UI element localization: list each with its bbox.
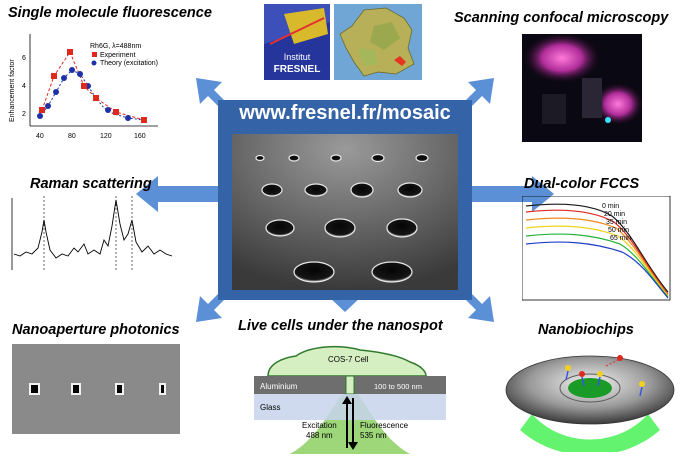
- fccs-curve-3: [525, 225, 669, 297]
- raman-spectrum-line: [13, 199, 173, 259]
- france-map-svg: [339, 7, 415, 77]
- chart-raman-spectrum: [11, 196, 173, 270]
- location-star-icon: [394, 56, 406, 66]
- institut-fresnel-logo: Institut FRESNEL: [264, 4, 330, 80]
- fluorescence-label: Fluorescence: [360, 421, 409, 430]
- aluminium-layer-left: [254, 376, 346, 394]
- green-glow-base: [520, 414, 660, 452]
- title-nanoaperture: Nanoaperture photonics: [12, 322, 180, 338]
- fluorescence-wavelength: 535 nm: [360, 431, 387, 440]
- fccs-curve-1: [525, 209, 669, 295]
- nanoaperture-svg: [12, 344, 180, 434]
- nanobiochip-render: [505, 355, 675, 452]
- chip-well: [568, 378, 612, 398]
- chart-fccs: 0 min 20 min 35 min 50 min 65 min: [522, 196, 671, 301]
- nanoaperture-hole: [345, 375, 355, 395]
- x-tick-80: 80: [68, 133, 76, 140]
- sem-nanoholes-image: [232, 134, 458, 290]
- excitation-arrowhead: [342, 396, 352, 404]
- france-map: [334, 4, 422, 80]
- excitation-label: Excitation: [302, 421, 337, 430]
- fccs-curve-0: [525, 203, 669, 293]
- fccs-label-50: 50 min: [608, 227, 629, 234]
- nanoaperture-image: [12, 344, 180, 434]
- confocal-photo-svg: [522, 34, 642, 142]
- y-tick-2: 2: [22, 111, 26, 118]
- title-live-cells: Live cells under the nanospot: [238, 318, 443, 334]
- title-nanobiochips: Nanobiochips: [538, 322, 634, 338]
- y-axis-label: Enhancement factor: [9, 59, 16, 122]
- chip-well-rim: [559, 373, 621, 403]
- x-tick-160: 160: [134, 133, 146, 140]
- aluminium-label: Aluminium: [260, 382, 298, 391]
- fccs-curve-2: [525, 217, 669, 296]
- glass-layer: [254, 394, 446, 420]
- cell-label: COS-7 Cell: [328, 355, 369, 364]
- legend-theory: Theory (excitation): [100, 60, 158, 67]
- cos7-cell: [267, 345, 427, 377]
- website-url[interactable]: www.fresnel.fr/mosaic: [239, 102, 451, 124]
- fccs-frame: [522, 196, 671, 301]
- x-tick-40: 40: [36, 133, 44, 140]
- sem-nanoholes-svg: [232, 134, 458, 290]
- logo-text-fresnel: FRESNEL: [273, 64, 321, 75]
- confocal-photo: [522, 34, 642, 142]
- thickness-label: 100 to 500 nm: [374, 382, 422, 391]
- legend-marker-theory: [91, 60, 97, 66]
- title-raman: Raman scattering: [30, 176, 152, 192]
- glass-label: Glass: [260, 403, 280, 412]
- aluminium-layer-right: [354, 376, 446, 394]
- logo-graphic: [264, 4, 330, 80]
- fluorescence-arrowhead: [348, 442, 358, 450]
- fccs-label-65: 65 min: [610, 235, 631, 242]
- fccs-label-35: 35 min: [606, 219, 627, 226]
- title-fccs: Dual-color FCCS: [524, 176, 640, 192]
- fccs-curve-5: [525, 241, 669, 299]
- title-single-molecule: Single molecule fluorescence: [8, 5, 212, 21]
- logo-text-institut: Institut: [283, 52, 311, 62]
- y-tick-4: 4: [22, 83, 26, 90]
- fccs-curve-4: [525, 233, 669, 298]
- central-panel: www.fresnel.fr/mosaic: [218, 100, 472, 300]
- molecule-markers: [565, 355, 645, 397]
- excitation-cone: [290, 390, 410, 454]
- fccs-label-20: 20 min: [604, 211, 625, 218]
- live-cells-schematic: COS-7 Cell Aluminium 100 to 500 nm Glass…: [254, 345, 446, 454]
- title-confocal: Scanning confocal microscopy: [454, 10, 669, 26]
- chart-single-molecule: Enhancement factor 2 4 6 40 80 120 160 R…: [9, 34, 158, 140]
- excitation-wavelength: 488 nm: [306, 431, 333, 440]
- fccs-label-0: 0 min: [602, 203, 619, 210]
- legend-experiment: Experiment: [100, 52, 135, 59]
- legend-title: Rh6G, λ=488nm: [90, 43, 141, 50]
- y-tick-6: 6: [22, 55, 26, 62]
- x-tick-120: 120: [100, 133, 112, 140]
- legend-marker-experiment: [92, 52, 97, 57]
